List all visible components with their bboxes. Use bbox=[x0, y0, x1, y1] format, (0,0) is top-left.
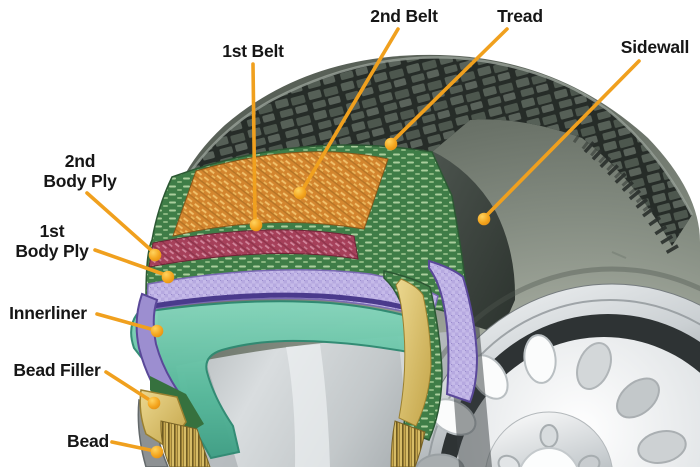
leader-dot-sidewall bbox=[477, 212, 491, 226]
leader-dot-bead-filler bbox=[147, 396, 161, 410]
label-innerliner: Innerliner bbox=[9, 303, 87, 323]
bead-filler-right bbox=[395, 278, 432, 427]
label-bead: Bead bbox=[67, 431, 109, 451]
ply-wrap-outer-right bbox=[428, 259, 479, 404]
belt-2-layer bbox=[172, 151, 389, 237]
vent-hole bbox=[637, 430, 687, 464]
vent-hole bbox=[523, 334, 557, 384]
leader-line-second-belt bbox=[301, 27, 400, 191]
lug-holes bbox=[497, 424, 601, 467]
leader-dot-first-belt bbox=[249, 218, 263, 232]
leader-line-innerliner bbox=[95, 312, 153, 331]
leader-dot-first-body-ply bbox=[161, 270, 175, 284]
leader-line-sidewall bbox=[485, 59, 641, 217]
lug-hole bbox=[539, 424, 559, 448]
right-bead-wrap bbox=[383, 259, 479, 467]
vent-hole bbox=[576, 342, 612, 390]
lug-hole bbox=[577, 454, 601, 467]
vent-hole bbox=[616, 377, 660, 419]
rim-seam-ring bbox=[396, 266, 700, 467]
vent-hole bbox=[415, 453, 465, 467]
belt-1-layer bbox=[148, 229, 359, 268]
leader-line-second-body-ply bbox=[85, 191, 153, 252]
tread bbox=[158, 56, 694, 256]
leader-line-first-belt bbox=[251, 62, 257, 221]
tread-outer-edge-highlight bbox=[158, 56, 694, 227]
leader-line-tread bbox=[392, 27, 509, 142]
label-bead-filler: Bead Filler bbox=[13, 360, 101, 380]
bead-right bbox=[390, 420, 426, 467]
chrome-wheel bbox=[396, 266, 700, 467]
label-second-belt: 2nd Belt bbox=[370, 6, 438, 26]
lug-hole bbox=[497, 454, 521, 467]
label-first-belt: 1st Belt bbox=[222, 41, 284, 61]
tread-shoulder-ribs bbox=[583, 141, 680, 256]
leader-dot-innerliner bbox=[150, 324, 164, 338]
leader-line-first-body-ply bbox=[93, 248, 165, 276]
label-tread: Tread bbox=[497, 6, 543, 26]
leader-dot-tread bbox=[384, 137, 398, 151]
leader-dot-bead bbox=[150, 445, 164, 459]
leader-line-bead-filler bbox=[104, 370, 150, 401]
cross-section bbox=[144, 144, 469, 319]
label-sidewall: Sidewall bbox=[621, 37, 689, 57]
leader-dot-second-body-ply bbox=[148, 248, 162, 262]
ply-turnup-line bbox=[144, 292, 433, 318]
leader-dot-second-belt bbox=[293, 186, 307, 200]
bead-left bbox=[160, 420, 211, 467]
leader-line-bead bbox=[110, 440, 152, 452]
center-bore bbox=[519, 447, 579, 467]
